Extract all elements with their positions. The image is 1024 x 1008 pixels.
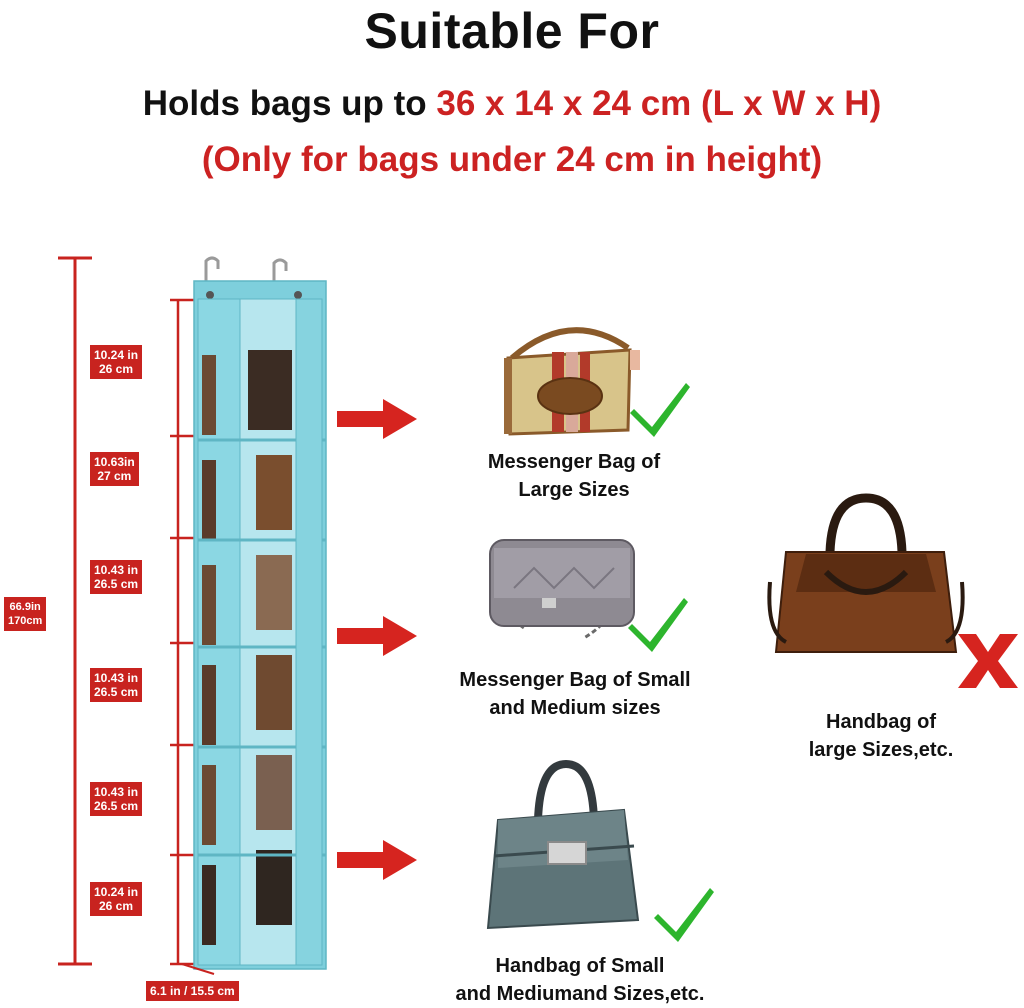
size-limit-prefix: Holds bags up to (142, 84, 437, 123)
arrow-right-icon (337, 616, 417, 656)
x-icon (958, 634, 1018, 688)
size-limit-line: Holds bags up to 36 x 14 x 24 cm (L x W … (0, 84, 1024, 124)
page-title: Suitable For (364, 3, 660, 59)
check-icon (628, 598, 688, 652)
hanging-organizer-image (193, 256, 327, 970)
small-messenger-bag-image (489, 539, 635, 640)
width-label: 6.1 in / 15.5 cm (146, 981, 239, 1001)
size-limit-dimensions: 36 x 14 x 24 cm (L x W x H) (436, 84, 882, 123)
check-icon (654, 888, 714, 942)
section-ruler (170, 298, 196, 966)
width-pointer (181, 963, 215, 975)
check-icon (630, 383, 690, 437)
total-height-ruler (58, 256, 92, 966)
arrow-right-icon (337, 840, 417, 880)
large-handbag-image (767, 493, 965, 653)
arrow-right-icon (337, 399, 417, 439)
height-restriction-note: (Only for bags under 24 cm in height) (201, 140, 823, 179)
large-messenger-bag-image (504, 327, 640, 436)
small-handbag-image (486, 760, 640, 930)
